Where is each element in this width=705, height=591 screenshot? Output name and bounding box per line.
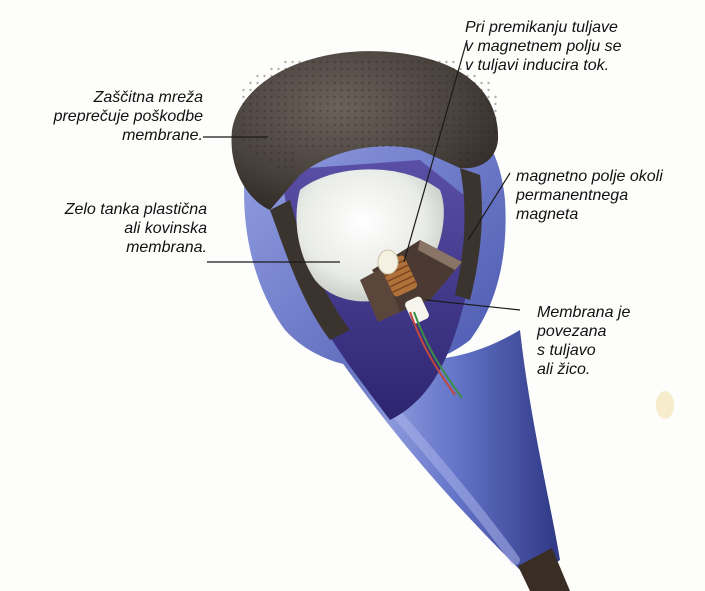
label-line: preprečuje poškodbe xyxy=(54,107,203,126)
label-line: Pri premikanju tuljave xyxy=(465,18,622,37)
label-coil-induction: Pri premikanju tuljave v magnetnem polju… xyxy=(465,18,622,75)
label-line: povezana xyxy=(537,322,630,341)
label-magnetic-field: magnetno polje okoli permanentnega magne… xyxy=(516,167,663,224)
label-line: magneta xyxy=(516,205,663,224)
label-line: membrane. xyxy=(54,126,203,145)
label-line: magnetno polje okoli xyxy=(516,167,663,186)
label-line: Zaščitna mreža xyxy=(54,88,203,107)
label-line: Membrana je xyxy=(537,303,630,322)
label-line: Zelo tanka plastična xyxy=(65,200,207,219)
label-line: ali žico. xyxy=(537,360,630,379)
label-line: ali kovinska xyxy=(65,219,207,238)
label-line: permanentnega xyxy=(516,186,663,205)
label-membrane-connected: Membrana je povezana s tuljavo ali žico. xyxy=(537,303,630,379)
label-line: membrana. xyxy=(65,238,207,257)
label-protective-mesh: Zaščitna mreža preprečuje poškodbe membr… xyxy=(54,88,203,145)
paper-smudge xyxy=(656,391,674,419)
label-line: v tuljavi inducira tok. xyxy=(465,56,622,75)
label-thin-membrane: Zelo tanka plastična ali kovinska membra… xyxy=(65,200,207,257)
coil-former xyxy=(378,250,398,274)
label-line: s tuljavo xyxy=(537,341,630,360)
label-line: v magnetnem polju se xyxy=(465,37,622,56)
